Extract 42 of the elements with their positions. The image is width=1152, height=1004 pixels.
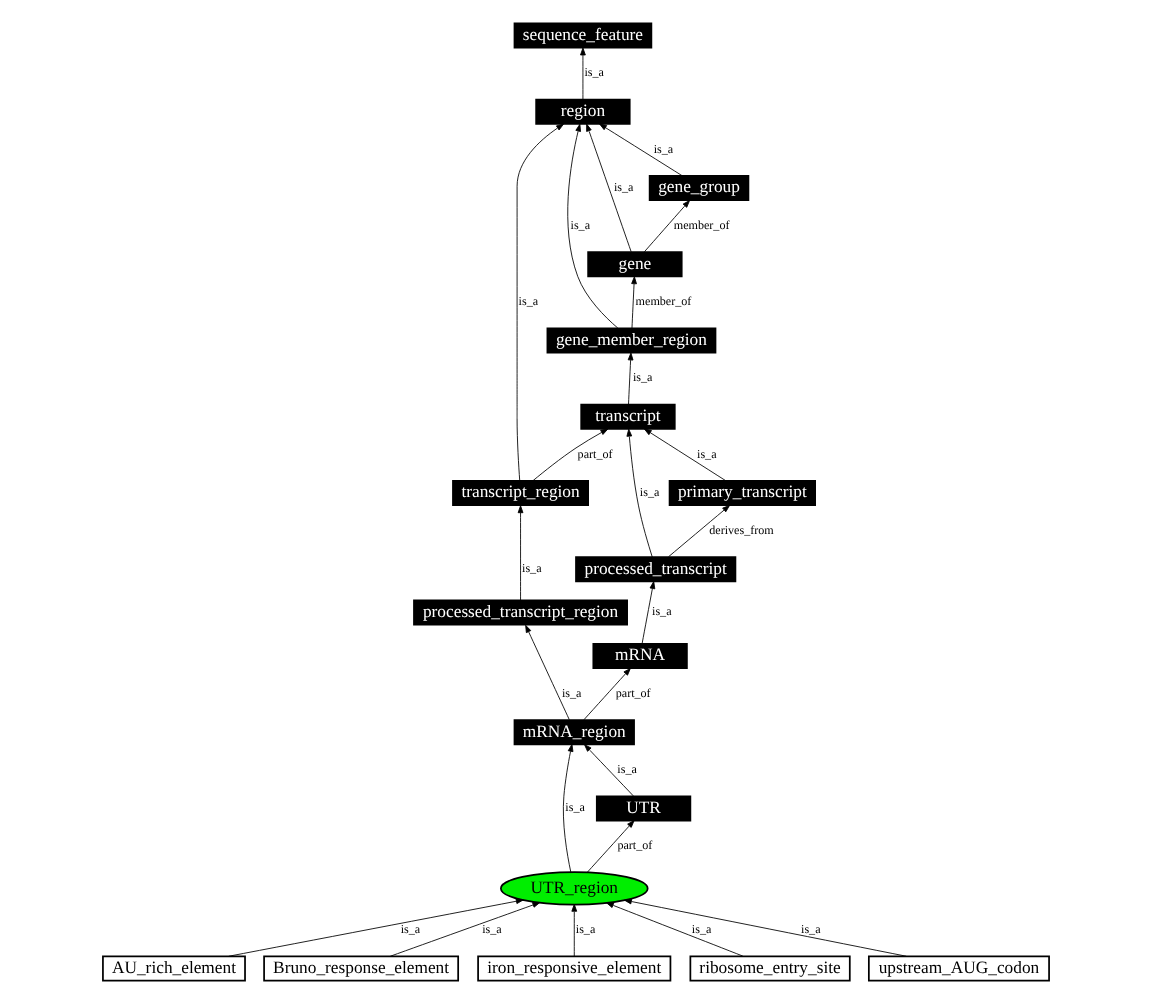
arrow xyxy=(599,123,683,177)
node-box: primary_transcript xyxy=(668,480,816,506)
node-box: region xyxy=(535,98,631,125)
node-box: mRNA xyxy=(592,642,688,669)
node-box: UTR xyxy=(595,795,692,822)
arrow xyxy=(584,744,634,797)
node-box: mRNA_region xyxy=(513,719,635,746)
arrow xyxy=(626,428,653,558)
node-box: AU_rich_element xyxy=(102,955,246,982)
arrow xyxy=(643,200,690,253)
arrow xyxy=(631,276,637,329)
arrow xyxy=(567,123,619,329)
arrow xyxy=(586,123,632,253)
arrow xyxy=(668,505,730,558)
arrow xyxy=(606,902,744,957)
node-box: gene_group xyxy=(648,175,750,201)
arrow xyxy=(583,667,631,721)
node-box: ribosome_entry_site xyxy=(689,955,851,982)
node-box: iron_responsive_element xyxy=(477,955,672,982)
node-box: upstream_AUG_codon xyxy=(868,955,1050,982)
node-box: transcript_region xyxy=(452,480,589,506)
arrow xyxy=(517,505,524,601)
arrow xyxy=(571,903,578,957)
arrow xyxy=(586,820,635,874)
arrow xyxy=(525,624,570,721)
arrow xyxy=(389,902,541,957)
arrow xyxy=(532,428,609,482)
arrow xyxy=(643,428,727,482)
node-box: transcript xyxy=(580,403,676,430)
arrow xyxy=(641,581,656,644)
arrow xyxy=(627,352,634,405)
arrow xyxy=(562,743,574,873)
arrow xyxy=(580,47,586,100)
arrow xyxy=(624,898,907,957)
node-box: processed_transcript xyxy=(575,556,737,583)
node-box: gene xyxy=(587,251,683,278)
node-box: processed_transcript_region xyxy=(413,599,628,626)
arrow xyxy=(516,123,564,481)
node-box: gene_member_region xyxy=(546,327,717,354)
node-box: Bruno_response_element xyxy=(263,955,460,982)
arrow xyxy=(228,898,524,957)
node-box: sequence_feature xyxy=(513,22,653,49)
